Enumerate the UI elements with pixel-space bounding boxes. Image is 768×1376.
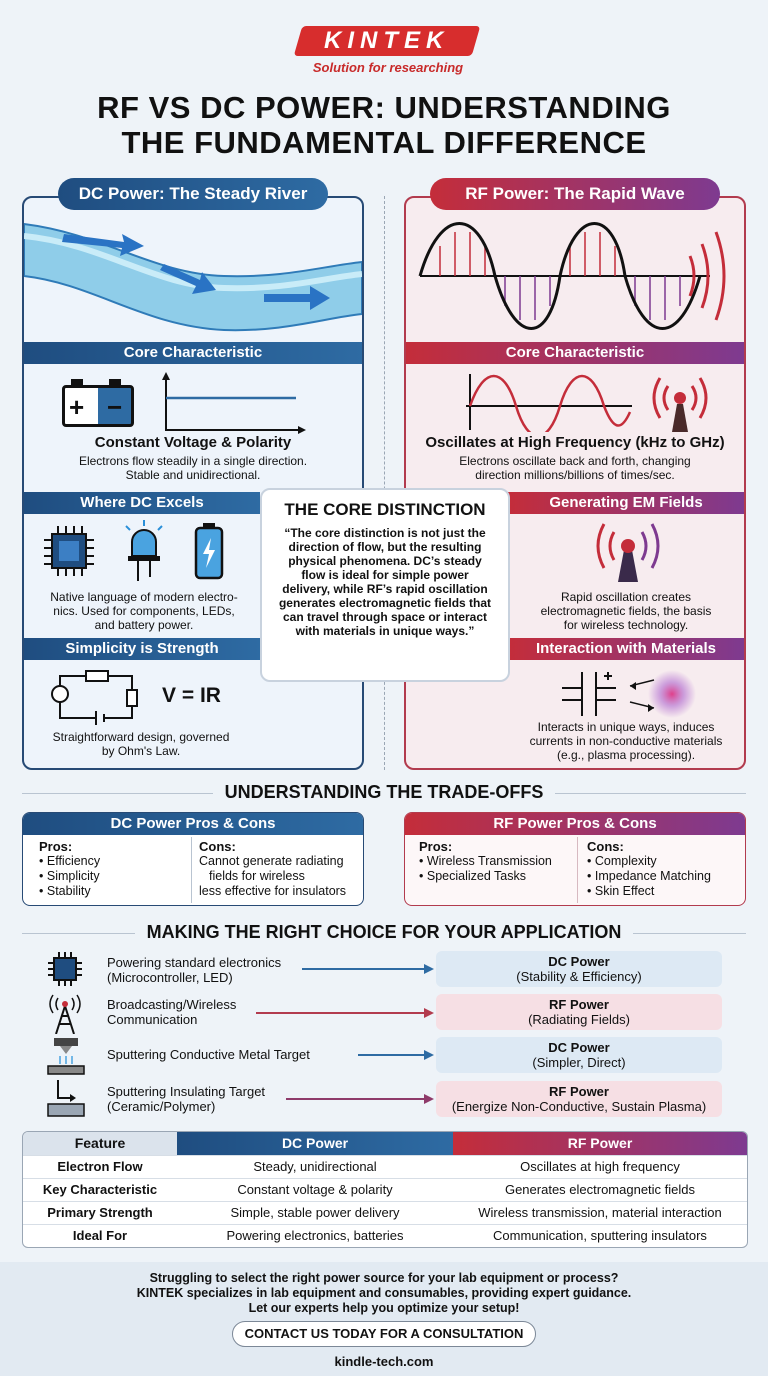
em-field-icon <box>596 523 660 582</box>
contact-button[interactable]: CONTACT US TODAY FOR A CONSULTATION <box>232 1321 536 1347</box>
rf-cons: Cons: ComplexityImpedance MatchingSkin E… <box>587 839 711 899</box>
dc-cons: Cons: Cannot generate radiating fields f… <box>199 839 347 898</box>
rf-core-title: Oscillates at High Frequency (kHz to GHz… <box>425 434 725 451</box>
led-icon <box>125 520 163 581</box>
chip-icon <box>44 526 94 576</box>
flow-arrows <box>62 234 330 310</box>
sputter-metal-icon <box>47 1038 85 1075</box>
tagline: Solution for researching <box>312 60 464 75</box>
table-header-row: Feature DC Power RF Power <box>23 1132 747 1156</box>
choice-result-3: DC Power(Simpler, Direct) <box>436 1037 722 1073</box>
antenna-icon <box>652 377 708 432</box>
center-divider <box>384 196 385 770</box>
rf-pros-cons-header: RF Power Pros & Cons <box>405 813 745 835</box>
choice-result-1: DC Power(Stability & Efficiency) <box>436 951 722 987</box>
battery-icon: + − <box>62 379 134 427</box>
choice-heading: MAKING THE RIGHT CHOICE FOR YOUR APPLICA… <box>134 922 634 942</box>
choice-row-1-label: Powering standard electronics(Microcontr… <box>107 955 282 985</box>
choice-row-3-label: Sputtering Conductive Metal Target <box>107 1047 310 1062</box>
dc-excels-text: Native language of modern electro-nics. … <box>50 590 238 632</box>
rf-core-bar: Core Characteristic <box>406 342 744 364</box>
choice-heading-wrap: MAKING THE RIGHT CHOICE FOR YOUR APPLICA… <box>0 922 768 943</box>
choice-arrows <box>256 964 434 1104</box>
sputter-insulator-icon <box>47 1080 85 1117</box>
tradeoffs-heading: UNDERSTANDING THE TRADE-OFFS <box>212 782 556 802</box>
dc-core-bar: Core Characteristic <box>24 342 362 364</box>
dc-header: DC Power: The Steady River <box>58 178 328 210</box>
river-illustration <box>24 222 362 332</box>
footer <box>0 1262 768 1376</box>
dc-excels-bar: Where DC Excels <box>24 492 260 514</box>
capacitor-plasma-icon <box>562 670 696 718</box>
rf-header: RF Power: The Rapid Wave <box>430 178 720 210</box>
circuit-icon <box>51 670 138 725</box>
rf-pros: Pros: Wireless TransmissionSpecialized T… <box>419 839 552 884</box>
constant-voltage-graph <box>162 372 306 434</box>
choice-result-4: RF Power(Energize Non-Conductive, Sustai… <box>436 1081 722 1117</box>
rf-em-bar: Generating EM Fields <box>508 492 744 514</box>
footer-text: Struggling to select the right power sou… <box>136 1271 632 1315</box>
core-distinction-box: THE CORE DISTINCTION “The core distincti… <box>260 488 510 682</box>
phone-battery-icon <box>194 523 224 580</box>
dc-core-text: Electrons flow steadily in a single dire… <box>78 454 308 482</box>
choice-result-2: RF Power(Radiating Fields) <box>436 994 722 1030</box>
rf-core-text: Electrons oscillate back and forth, chan… <box>459 454 691 482</box>
broadcast-tower-icon <box>49 994 81 1034</box>
sine-graph <box>466 374 632 432</box>
rf-materials-bar: Interaction with Materials <box>508 638 744 660</box>
website-link[interactable]: kindle-tech.com <box>334 1354 434 1369</box>
dc-pros: Pros: EfficiencySimplicityStability <box>39 839 100 899</box>
rf-pros-cons: RF Power Pros & Cons Pros: Wireless Tran… <box>404 812 746 906</box>
choice-row-4-label: Sputtering Insulating Target(Ceramic/Pol… <box>107 1084 266 1114</box>
kintek-logo: KINTEK <box>293 26 481 56</box>
tradeoffs-heading-wrap: UNDERSTANDING THE TRADE-OFFS <box>0 782 768 803</box>
microcontroller-icon <box>48 952 82 986</box>
core-distinction-title: THE CORE DISTINCTION <box>284 500 486 519</box>
dc-simplicity-bar: Simplicity is Strength <box>24 638 260 660</box>
dc-pros-cons: DC Power Pros & Cons Pros: EfficiencySim… <box>22 812 364 906</box>
dc-core-title: Constant Voltage & Polarity <box>94 434 292 451</box>
core-distinction-quote: “The core distinction is not just the di… <box>278 526 492 638</box>
dc-pros-cons-header: DC Power Pros & Cons <box>23 813 363 835</box>
wave-illustration <box>418 222 726 330</box>
ohms-law-formula: V = IR <box>162 684 221 707</box>
